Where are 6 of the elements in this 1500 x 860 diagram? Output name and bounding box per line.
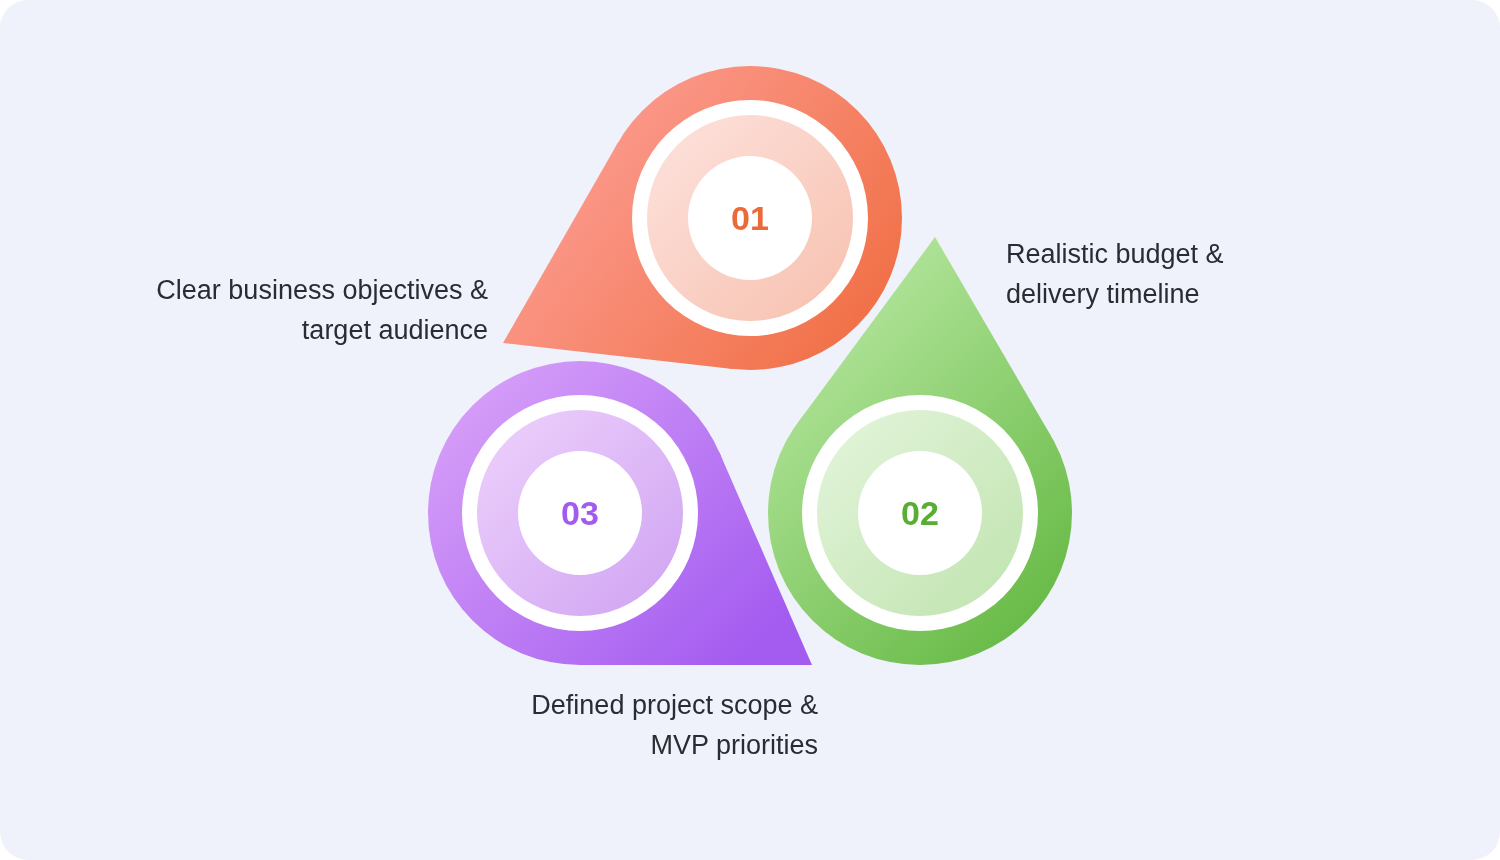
step-number: 02 <box>900 493 940 533</box>
step-description: Clear business objectives & target audience <box>155 274 488 347</box>
step-number: 03 <box>560 493 600 533</box>
step-description: Defined project scope & MVP priorities <box>530 689 818 762</box>
step-description: Realistic budget & delivery timeline <box>1006 238 1225 311</box>
step-number: 01 <box>730 198 770 238</box>
